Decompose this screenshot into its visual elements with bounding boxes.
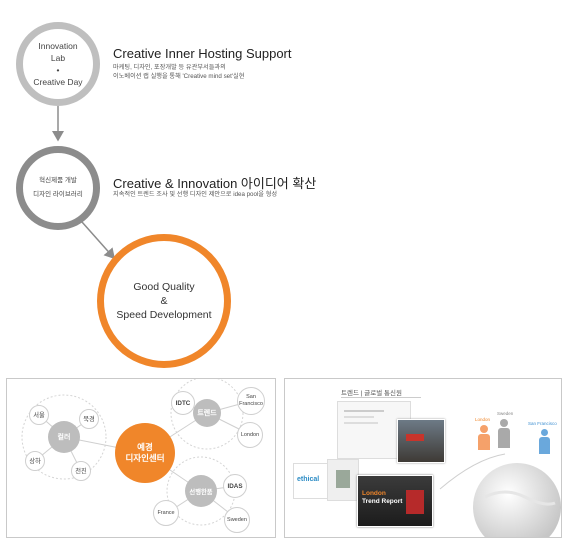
product-card xyxy=(327,459,359,501)
node-london: London xyxy=(237,422,263,448)
sub-creative-innovation: 지속적인 트렌드 조사 및 선행 디자인 제안으로 idea pool을 형성 xyxy=(113,191,278,198)
circle1-line1: Innovation xyxy=(38,41,78,51)
figure-orange-head xyxy=(480,425,488,433)
hub-trend-label: 트렌드 xyxy=(197,410,217,417)
figure-blue-head xyxy=(541,429,548,436)
circle2-line1: 혁신제품 개발 xyxy=(39,177,77,184)
node-sf-label: San Francisco xyxy=(239,394,263,407)
node-tianjin-label: 천진 xyxy=(75,467,87,475)
circle3-line1: Good Quality xyxy=(133,281,195,293)
node-seoul-label: 서울 xyxy=(33,411,45,419)
figure-blue-body xyxy=(539,437,550,454)
circle1-line4: Creative Day xyxy=(33,77,83,87)
figure-grey xyxy=(498,419,510,449)
hub-trend: 트렌드 xyxy=(193,399,221,427)
doc-line xyxy=(344,410,384,412)
doc-line xyxy=(344,422,378,424)
node-shanghai: 상하 xyxy=(25,451,45,471)
globe-graphic xyxy=(473,463,561,537)
node-idtc-label: IDTC xyxy=(175,399,191,407)
ethical-label: ethical xyxy=(297,476,320,483)
hub-color-label: 컬러 xyxy=(57,434,71,441)
product-dev-circle: 혁신제품 개발 디자인 라이브러리 xyxy=(16,146,100,230)
circle2-line2: 디자인 라이브러리 xyxy=(33,191,83,198)
flow-connectors xyxy=(52,106,115,260)
report-line1: London xyxy=(362,490,386,497)
quality-speed-circle: Good Quality & Speed Development xyxy=(97,234,231,368)
trend-correspondent-panel: 트렌드 | 글로벌 통신원 ethical London Trend Repor… xyxy=(284,378,562,538)
title-rule xyxy=(341,397,421,398)
node-beijing: 북경 xyxy=(79,409,99,429)
circle1-line2: Lab xyxy=(50,53,66,63)
fig-label-sf: San Francisco xyxy=(528,421,557,426)
circle3-line2: & xyxy=(160,295,168,307)
hub-color: 컬러 xyxy=(48,421,80,453)
node-seoul: 서울 xyxy=(29,405,49,425)
report-line2: Trend Report xyxy=(362,498,403,505)
doc-line xyxy=(344,416,374,418)
connection-curve xyxy=(439,453,506,490)
node-idas-label: IDAS xyxy=(227,482,243,490)
node-beijing-label: 북경 xyxy=(83,415,95,423)
heading-creative-inner: Creative Inner Hosting Support xyxy=(113,46,292,61)
center-line1: 예경 xyxy=(137,442,153,452)
node-shanghai-label: 상하 xyxy=(29,457,41,465)
sub-creative-inner-2: 이노베이션 랩 실행을 통해 'Creative mind set'실현 xyxy=(113,73,245,80)
figure-orange-body xyxy=(478,434,490,450)
figure-grey-head xyxy=(500,419,508,427)
hub-advanced-product: 선행한품 xyxy=(185,475,217,507)
design-center-panel: 컬러 서울 북경 상하 천진 예경 디자인센터 트렌드 IDTC San Fra… xyxy=(6,378,276,538)
node-san-francisco: San Francisco xyxy=(237,387,265,415)
heading-creative-innovation: Creative & Innovation 아이디어 확산 xyxy=(113,176,317,191)
innovation-lab-circle: Innovation Lab • Creative Day xyxy=(16,22,100,106)
node-sweden-label: Sweden xyxy=(227,516,247,523)
node-sweden: Sweden xyxy=(224,507,250,533)
circle1-line3: • xyxy=(56,65,60,75)
red-awning xyxy=(406,434,424,441)
center-design-center: 예경 디자인센터 xyxy=(115,423,175,483)
node-france: France xyxy=(153,500,179,526)
node-idtc: IDTC xyxy=(171,391,195,415)
figure-orange xyxy=(478,425,490,451)
fig-label-london: London xyxy=(475,417,491,422)
fig-label-sweden: Sweden xyxy=(497,411,514,416)
figure-grey-body xyxy=(498,428,510,448)
node-london-label: London xyxy=(240,431,260,438)
hub-advanced-label: 선행한품 xyxy=(189,488,213,496)
product-shape xyxy=(336,470,350,488)
sub-creative-inner-1: 마케팅, 디자인, 포장개발 등 유관부서들과의 xyxy=(113,64,226,71)
node-france-label: France xyxy=(157,509,175,516)
figure-blue xyxy=(539,429,550,455)
bus-shape xyxy=(406,490,424,514)
node-tianjin: 천진 xyxy=(71,461,91,481)
center-line2: 디자인센터 xyxy=(125,453,165,463)
trend-report-cover: London Trend Report xyxy=(357,475,433,527)
node-idas: IDAS xyxy=(223,474,247,498)
street-photo xyxy=(397,419,445,463)
trend-panel-title: 트렌드 | 글로벌 통신원 xyxy=(341,390,402,397)
arrow-2-to-3 xyxy=(81,221,115,260)
circle3-line3: Speed Development xyxy=(116,309,212,321)
